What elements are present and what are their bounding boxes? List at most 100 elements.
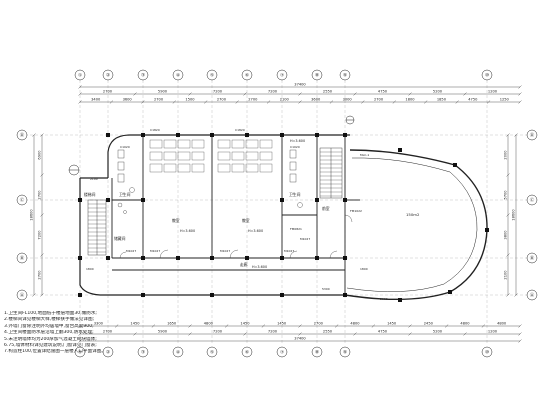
south-dim-upper-tick xyxy=(481,324,485,328)
north-dim-lower-tick xyxy=(518,100,522,104)
column-25 xyxy=(210,293,214,297)
column-21 xyxy=(343,256,347,260)
note-line-6: 6.75,墙体材料详见建筑说明,门窗详见门窗表; xyxy=(4,343,97,349)
axis-bubble-north-5-label: ⑤ xyxy=(210,73,214,79)
south-dim-upper-text-6: 1450 xyxy=(277,322,287,326)
axis-bubble-north-7: ⑦ xyxy=(276,69,288,81)
column-14 xyxy=(106,256,110,260)
east-total-dim-tick xyxy=(514,133,518,137)
door-tag-7: FM0821 xyxy=(290,227,302,231)
south-total-dim-text-1: 37400 xyxy=(294,337,306,341)
axis-bubble-south-8: ⑧ xyxy=(311,346,323,358)
south-dim-lower-tick xyxy=(353,332,357,336)
column-12 xyxy=(315,198,319,202)
structural-columns xyxy=(78,133,489,302)
column-8 xyxy=(343,133,347,137)
column-33 xyxy=(398,298,402,302)
axis-bubble-north-9-label: ⑨ xyxy=(343,73,347,79)
axis-bubble-north-7-label: ⑦ xyxy=(280,73,284,79)
room-labels: 教室 教室 150m2 储藏间 楼梯间 卫生间 卫生间 前室 走廊 xyxy=(84,192,420,267)
south-dim-lower-text-8: 1200 xyxy=(488,330,498,334)
east-total-dim-text-1: 18600 xyxy=(512,209,516,221)
west-rounded-corner xyxy=(107,134,131,178)
west-dim-text-2: 2700 xyxy=(38,190,42,200)
note-line-4: 4.卫生间楼面防水层沿墙上翻300,防水处理; xyxy=(4,330,94,336)
door-tag-6: FM1022 xyxy=(350,209,362,213)
column-19 xyxy=(280,256,284,260)
axis-bubble-west-1: Ⓓ xyxy=(16,129,28,141)
door-swings xyxy=(119,214,353,259)
south-dim-lower-text-7: 5200 xyxy=(433,330,443,334)
desk-room1-0-2 xyxy=(177,139,191,149)
level-mark-2: H=3.600 xyxy=(248,229,263,233)
axis-bubble-south-2: ② xyxy=(102,346,114,358)
north-dim-upper-tick xyxy=(78,92,82,96)
north-dim-lower-text-4: 1500 xyxy=(185,98,195,102)
axis-bubble-south-1-label: ① xyxy=(78,350,82,356)
level-mark-1: H=3.600 xyxy=(180,229,195,233)
north-dim-lower-tick xyxy=(141,100,145,104)
door-tags: M1027 M1027 M1027 M1027 M1027 FM1022 FM0… xyxy=(120,128,369,253)
north-dim-lower-text-13: 4750 xyxy=(468,98,478,102)
axis-bubble-west-2-label: Ⓒ xyxy=(20,197,25,204)
north-dim-upper-text-6: 4750 xyxy=(378,90,388,94)
room-label-classroom-2: 教室 xyxy=(242,218,250,223)
south-dim-lower-tick xyxy=(243,332,247,336)
axis-bubble-north-3-label: ③ xyxy=(141,73,145,79)
west-dim-tick xyxy=(40,173,44,177)
level-mark-4: H=3.600 xyxy=(290,139,305,143)
north-dim-lower-tick xyxy=(204,100,208,104)
north-dim-upper-tick xyxy=(133,92,137,96)
level-mark-3: H=3.600 xyxy=(252,265,267,269)
west-wall xyxy=(79,178,101,296)
window-tag-3: C1020 xyxy=(120,145,130,149)
north-dim-lower-text-9: 3000 xyxy=(343,98,353,102)
north-dim-lower-tick xyxy=(455,100,459,104)
south-dim-upper-tick xyxy=(335,324,339,328)
room-label-toilet-2: 卫生间 xyxy=(289,192,301,197)
south-total-dim-tick xyxy=(518,339,522,343)
south-dim-upper-tick xyxy=(115,324,119,328)
axis-bubble-north-6-label: ⑥ xyxy=(245,73,249,79)
south-dim-lower-text-6: 4750 xyxy=(378,330,388,334)
axis-bubble-north-10: ⑩ xyxy=(481,69,493,81)
west-dim-tick xyxy=(40,133,44,137)
axis-bubble-west-3-label: Ⓑ xyxy=(20,255,25,262)
axis-bubble-east-2-label: Ⓒ xyxy=(530,197,535,204)
south-dim-upper-tick xyxy=(298,324,302,328)
south-dim-lower-tick xyxy=(133,332,137,336)
room-label-toilet-1: 卫生间 xyxy=(119,192,131,197)
classroom-desks xyxy=(149,139,273,173)
north-total-dim-text-1: 37400 xyxy=(294,83,306,87)
north-dim-upper-text-3: 7200 xyxy=(213,90,223,94)
south-total-dim-tick xyxy=(78,339,82,343)
west-dim-text-3: 7200 xyxy=(38,230,42,240)
south-dim-upper-tick xyxy=(445,324,449,328)
north-dim-upper-tick xyxy=(298,92,302,96)
axis-bubble-south-3: ③ xyxy=(137,346,149,358)
axis-bubble-east-2: Ⓒ xyxy=(526,194,538,206)
desk-room1-1-2 xyxy=(177,151,191,161)
window-tag-4: C1020 xyxy=(290,145,300,149)
desk-room2-0-0 xyxy=(217,139,231,149)
south-dim-lower-text-1: 2700 xyxy=(103,330,113,334)
misc-tag-3: 2000 xyxy=(380,297,388,301)
column-24 xyxy=(141,293,145,297)
north-dim-upper-text-4: 7200 xyxy=(268,90,278,94)
east-oval-hall xyxy=(344,149,488,301)
window-tag-2: C1820 xyxy=(235,128,245,132)
desk-room1-0-0 xyxy=(149,139,163,149)
axis-bubble-east-1-label: Ⓓ xyxy=(530,132,535,139)
building-outline xyxy=(79,134,488,301)
desk-room2-2-3 xyxy=(259,163,273,173)
desk-room1-2-2 xyxy=(177,163,191,173)
north-dim-lower-tick xyxy=(172,100,176,104)
west-dim-tick xyxy=(40,253,44,257)
north-dim-lower-tick xyxy=(235,100,239,104)
column-26 xyxy=(280,293,284,297)
column-6 xyxy=(280,133,284,137)
axis-bubble-north-9: ⑨ xyxy=(339,69,351,81)
desk-room1-1-3 xyxy=(191,151,205,161)
desk-room1-2-3 xyxy=(191,163,205,173)
